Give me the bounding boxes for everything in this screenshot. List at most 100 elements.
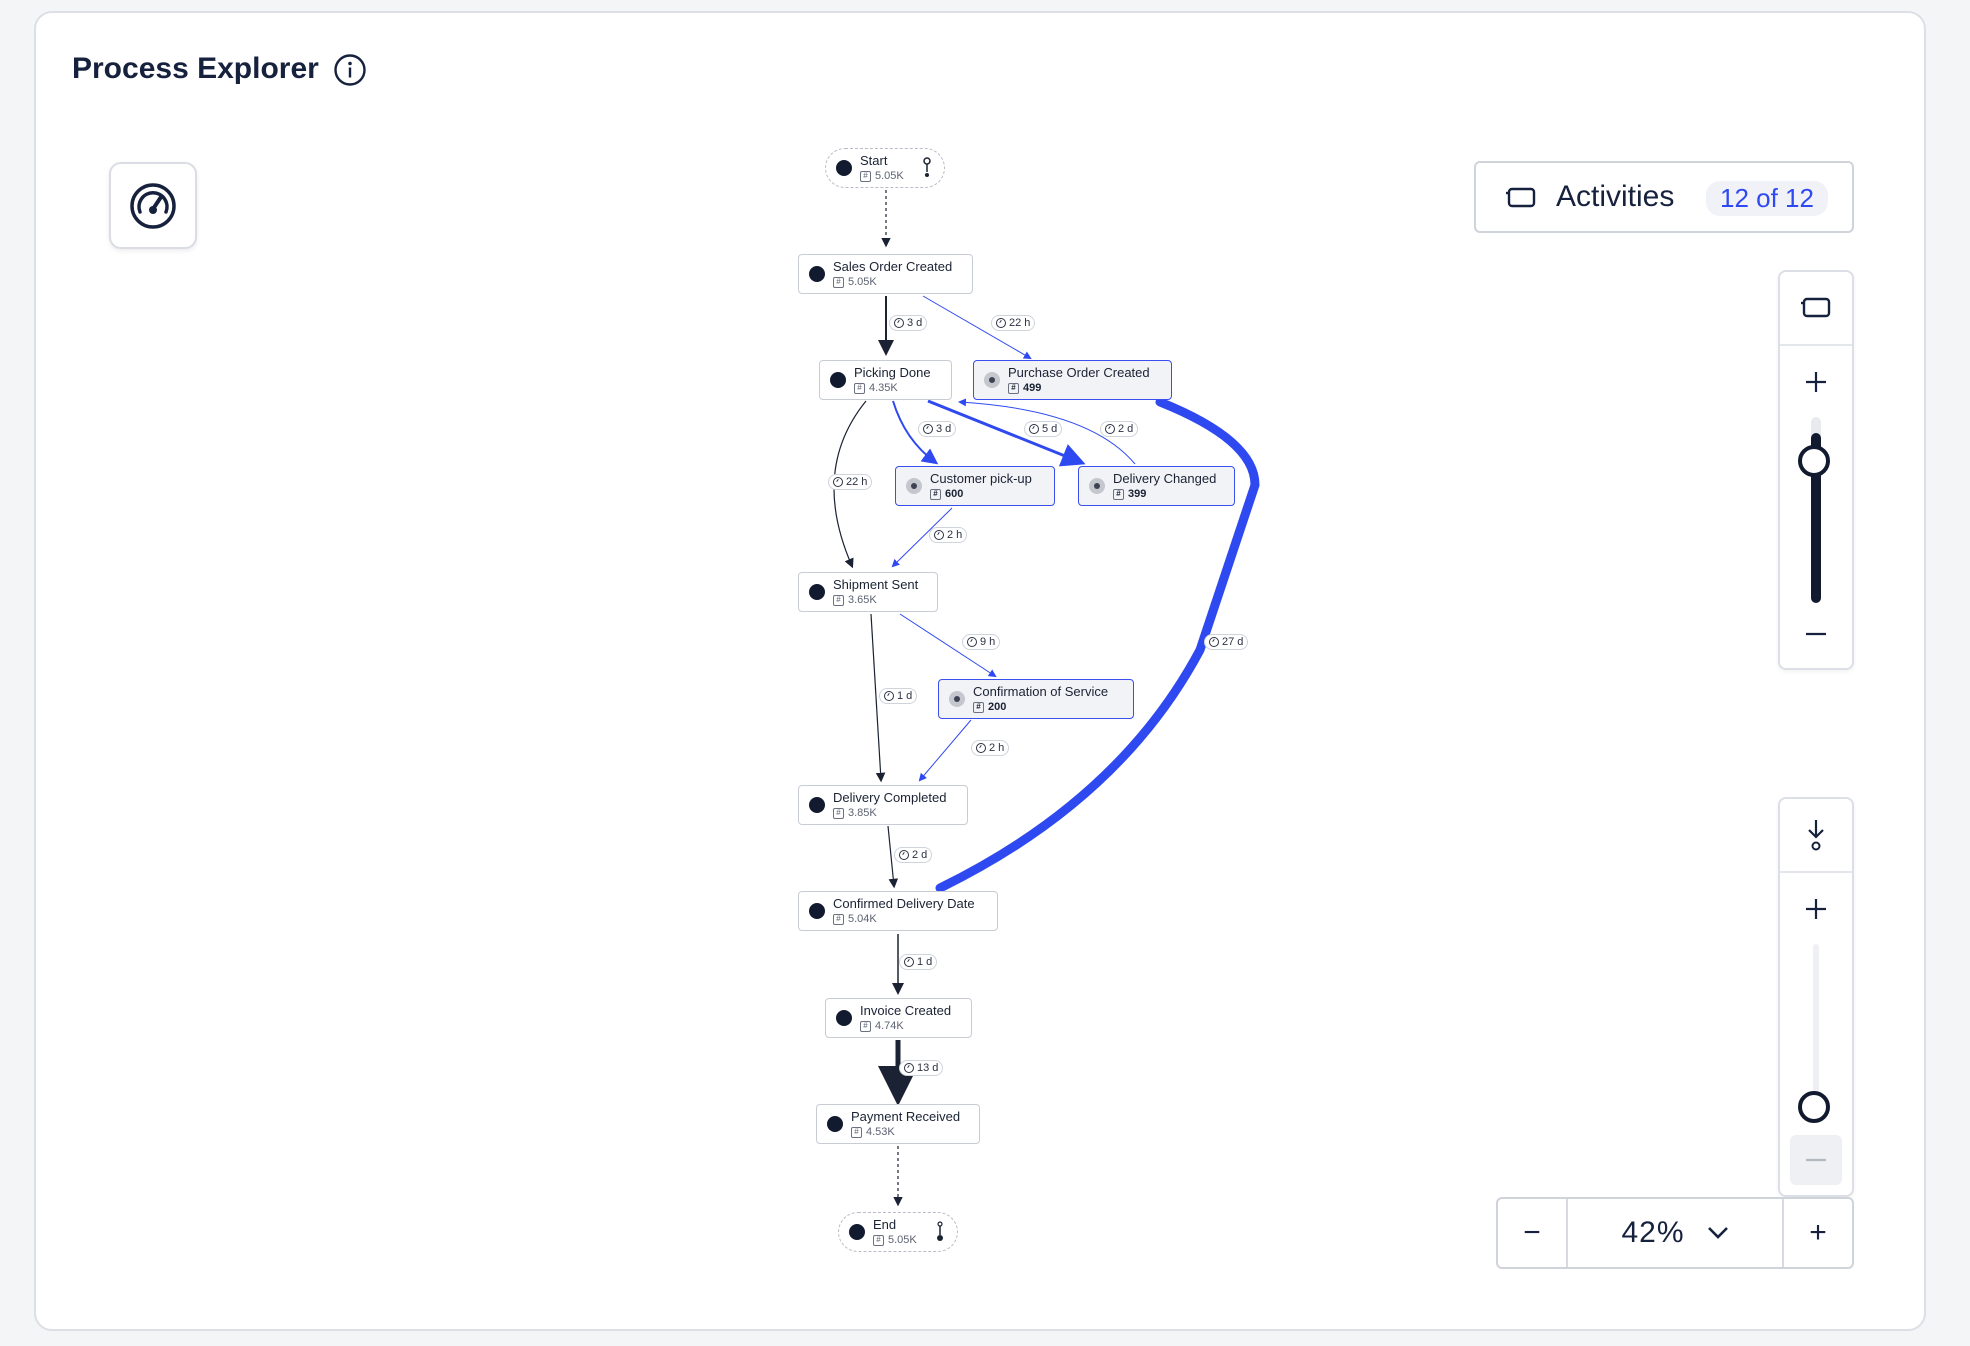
- count-icon: #: [854, 382, 865, 394]
- clock-icon: [894, 318, 904, 328]
- clock-icon: [904, 957, 914, 967]
- minus-icon: [1806, 632, 1826, 636]
- activity-dot-icon: [830, 372, 846, 388]
- connection-slider-track[interactable]: [1813, 944, 1819, 1119]
- clock-icon: [976, 743, 986, 753]
- edge-label: 22 h: [991, 315, 1036, 331]
- count-icon: #: [851, 1126, 862, 1138]
- edge-pickup-shipment: [891, 507, 953, 568]
- edge-label: 1 d: [879, 688, 918, 704]
- edge-delivery-changed-picking: [958, 398, 1136, 465]
- node-confirmed-delivery-date[interactable]: Confirmed Delivery Date #5.04K: [798, 891, 998, 931]
- zoom-level-value: 42%: [1621, 1216, 1685, 1249]
- performance-view-button[interactable]: [109, 162, 197, 249]
- node-start[interactable]: Start #5.05K: [825, 148, 945, 188]
- speedometer-icon: [130, 182, 176, 229]
- edge-label: 3 d: [889, 315, 928, 331]
- edge-label: 5 d: [1024, 421, 1063, 437]
- connection-decrease-button[interactable]: [1790, 1135, 1842, 1185]
- count-icon: #: [1113, 488, 1124, 500]
- zoom-control: − 42% +: [1496, 1197, 1854, 1269]
- edge-picking-pickup: [892, 400, 939, 465]
- clock-icon: [996, 318, 1006, 328]
- activity-dot-icon: [836, 160, 852, 176]
- activity-box-icon: [1801, 297, 1831, 318]
- activity-dot-icon: [984, 372, 1000, 388]
- edge-label: 13 d: [899, 1060, 944, 1076]
- activity-slider-handle[interactable]: [1798, 445, 1830, 477]
- node-payment-received[interactable]: Payment Received #4.53K: [816, 1104, 980, 1144]
- zoom-level-dropdown[interactable]: 42%: [1568, 1199, 1782, 1267]
- activity-dot-icon: [949, 691, 965, 707]
- edge-label: 2 d: [894, 847, 933, 863]
- info-icon[interactable]: [333, 53, 367, 87]
- edge-label: 2 h: [929, 527, 968, 543]
- clock-icon: [833, 477, 843, 487]
- chevron-down-icon: [1707, 1227, 1728, 1239]
- count-icon: #: [833, 913, 844, 925]
- node-delivery-changed[interactable]: Delivery Changed #399: [1078, 466, 1235, 506]
- node-end[interactable]: End #5.05K: [838, 1212, 958, 1252]
- activity-dot-icon: [809, 266, 825, 282]
- activity-decrease-button[interactable]: [1780, 598, 1852, 670]
- activity-dot-icon: [836, 1010, 852, 1026]
- activity-increase-button[interactable]: [1780, 346, 1852, 418]
- edge-label: 22 h: [828, 474, 873, 490]
- count-icon: #: [860, 170, 871, 182]
- activities-label: Activities: [1556, 180, 1675, 213]
- count-icon: #: [930, 488, 941, 500]
- count-icon: #: [1008, 382, 1019, 394]
- connection-slider-handle[interactable]: [1798, 1091, 1830, 1123]
- count-icon: #: [833, 807, 844, 819]
- edge-label: 1 d: [899, 954, 938, 970]
- activity-dot-icon: [809, 584, 825, 600]
- zoom-in-button[interactable]: +: [1784, 1199, 1852, 1267]
- node-invoice-created[interactable]: Invoice Created #4.74K: [825, 998, 972, 1038]
- count-icon: #: [833, 276, 844, 288]
- edge-purchase-confirmed: [935, 397, 1260, 893]
- edge-label: 27 d: [1204, 634, 1249, 650]
- connection-increase-button[interactable]: [1780, 873, 1852, 945]
- node-confirmation-of-service[interactable]: Confirmation of Service #200: [938, 679, 1134, 719]
- count-icon: #: [833, 594, 844, 606]
- activities-filter[interactable]: Activities 12 of 12: [1474, 161, 1854, 233]
- activity-dot-icon: [906, 478, 922, 494]
- edge-label: 2 d: [1100, 421, 1139, 437]
- node-sales-order-created[interactable]: Sales Order Created #5.05K: [798, 254, 973, 294]
- node-purchase-order-created[interactable]: Purchase Order Created #499: [973, 360, 1172, 400]
- clock-icon: [923, 424, 933, 434]
- activity-box-icon: [1506, 187, 1536, 208]
- clock-icon: [1209, 637, 1219, 647]
- count-icon: #: [973, 701, 984, 713]
- clock-icon: [967, 637, 977, 647]
- connection-slider-type: [1780, 799, 1852, 871]
- activity-slider-track[interactable]: [1811, 417, 1821, 603]
- plus-icon: [1806, 372, 1826, 392]
- edge-label: 9 h: [962, 634, 1001, 650]
- activity-dot-icon: [809, 903, 825, 919]
- plus-icon: [1806, 899, 1826, 919]
- activity-dot-icon: [849, 1224, 865, 1240]
- plus-icon: +: [1809, 1216, 1827, 1249]
- node-customer-pick-up[interactable]: Customer pick-up #600: [895, 466, 1055, 506]
- edge-shipment-confirmation: [899, 613, 997, 678]
- edge-delivery-completed-confirmed: [887, 825, 899, 889]
- edge-sales-purchase: [922, 295, 1032, 360]
- node-shipment-sent[interactable]: Shipment Sent #3.65K: [798, 572, 938, 612]
- activity-dot-icon: [809, 797, 825, 813]
- start-marker-icon: [923, 157, 931, 177]
- edge-confirmation-delivery-completed: [918, 719, 972, 782]
- activity-slider-type: [1780, 272, 1852, 344]
- connection-icon: [1808, 820, 1824, 851]
- minus-icon: [1806, 1158, 1826, 1162]
- activity-slider-panel: [1778, 270, 1854, 670]
- activities-count-badge: 12 of 12: [1706, 181, 1828, 216]
- node-picking-done[interactable]: Picking Done #4.35K: [819, 360, 952, 400]
- edge-shipment-delivery-completed: [870, 613, 886, 783]
- node-delivery-completed[interactable]: Delivery Completed #3.85K: [798, 785, 968, 825]
- edge-label: 2 h: [971, 740, 1010, 756]
- zoom-out-button[interactable]: −: [1498, 1199, 1566, 1267]
- minus-icon: −: [1523, 1216, 1541, 1249]
- clock-icon: [934, 530, 944, 540]
